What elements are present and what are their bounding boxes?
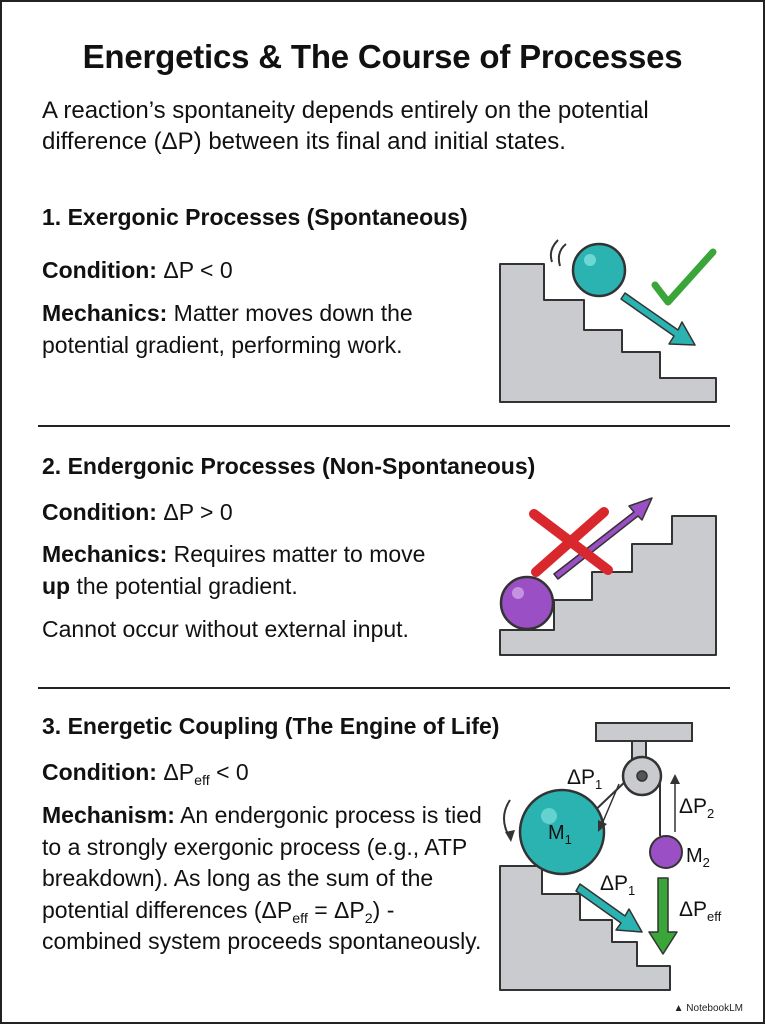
condition-label: Condition: (42, 759, 157, 785)
stepped-platform (499, 865, 671, 991)
condition-subscript: eff (194, 772, 210, 789)
pulley-axle (636, 770, 648, 782)
section-2-note: Cannot occur without external input. (42, 616, 409, 642)
ceiling-beam (595, 722, 693, 742)
downhill-arrow-icon (620, 292, 696, 346)
section-3-condition: Condition: ΔPeff < 0 (42, 759, 249, 789)
section-2-heading: 2. Endergonic Processes (Non-Spontaneous… (42, 453, 536, 479)
cross-icon (529, 507, 613, 577)
divider (38, 425, 730, 427)
notebooklm-logo-icon: ▲ (673, 1003, 684, 1014)
motion-lines-icon (549, 239, 559, 263)
section-1-condition: Condition: ΔP < 0 (42, 257, 233, 284)
section-1-heading: 1. Exergonic Processes (Spontaneous) (42, 204, 468, 230)
section-3-heading: 3. Energetic Coupling (The Engine of Lif… (42, 713, 500, 739)
rope-force-arrowhead (598, 820, 607, 832)
mechanism-label: Mechanism: (42, 802, 175, 828)
mechanism-text: An endergonic process is tied to a stron… (42, 802, 482, 923)
teal-ball (571, 242, 627, 298)
condition-rest: < 0 (216, 759, 249, 785)
mechanism-subscript: eff (292, 910, 308, 927)
label-delta-p1-bottom: ΔP1 (600, 872, 635, 898)
checkmark-icon (651, 248, 717, 306)
teal-downhill-arrow-icon (575, 883, 643, 933)
lift-arrowhead (670, 774, 680, 784)
label-delta-p2: ΔP2 (679, 795, 714, 821)
mass-m1-ball (518, 788, 606, 876)
mechanics-label: Mechanics: (42, 300, 168, 326)
condition-label: Condition: (42, 499, 157, 525)
mechanism-text: ) - combined system proceeds spontaneous… (42, 896, 482, 955)
section-3-mechanism: Mechanism: An endergonic process is tied… (42, 800, 494, 958)
section-2-mechanics: Mechanics: Requires matter to move up th… (42, 539, 442, 602)
divider (38, 687, 730, 689)
green-down-arrow-icon (648, 877, 678, 955)
ball-highlight (541, 808, 557, 824)
condition-symbol: ΔP (163, 759, 195, 785)
purple-ball (499, 575, 555, 631)
mechanics-emphasis: up (42, 572, 71, 599)
endergonic-diagram (499, 497, 717, 656)
mechanics-label: Mechanics: (42, 541, 168, 567)
exergonic-diagram (499, 239, 717, 403)
mechanics-text-end: the potential gradient. (76, 572, 298, 599)
mechanics-text: Requires matter to move (173, 541, 426, 567)
rope-force-arrow (601, 783, 620, 825)
motion-lines-icon (557, 243, 567, 267)
coupling-diagram: M1 M2 ΔP1 ΔP2 ΔP1 ΔPeff (499, 722, 722, 991)
rotation-arrowhead (505, 830, 515, 842)
label-delta-peff: ΔPeff (679, 898, 722, 924)
condition-label: Condition: (42, 257, 157, 283)
mass-m1-label: M1 (548, 822, 572, 847)
mass-m2-label: M2 (686, 845, 710, 870)
ball-highlight (584, 254, 596, 266)
uphill-arrow-icon (553, 497, 653, 580)
mechanism-subscript: 2 (364, 910, 373, 927)
mechanism-text: = ΔP (314, 896, 365, 923)
label-delta-p1-top: ΔP1 (567, 766, 602, 792)
intro-text: A reaction’s spontaneity depends entirel… (42, 97, 649, 156)
mechanics-text: Matter moves down the potential gradient… (42, 300, 413, 358)
watermark: ▲ NotebookLM (674, 1003, 743, 1014)
mass-m2-ball (649, 835, 683, 869)
section-2-condition: Condition: ΔP > 0 (42, 499, 233, 526)
page-title: Energetics & The Course of Processes (82, 38, 683, 75)
descending-stairs (499, 263, 717, 403)
ball-highlight (512, 587, 524, 599)
watermark-text: NotebookLM (686, 1003, 743, 1014)
condition-value: ΔP > 0 (163, 499, 233, 525)
section-1-mechanics: Mechanics: Matter moves down the potenti… (42, 298, 452, 361)
condition-value: ΔP < 0 (163, 257, 233, 283)
